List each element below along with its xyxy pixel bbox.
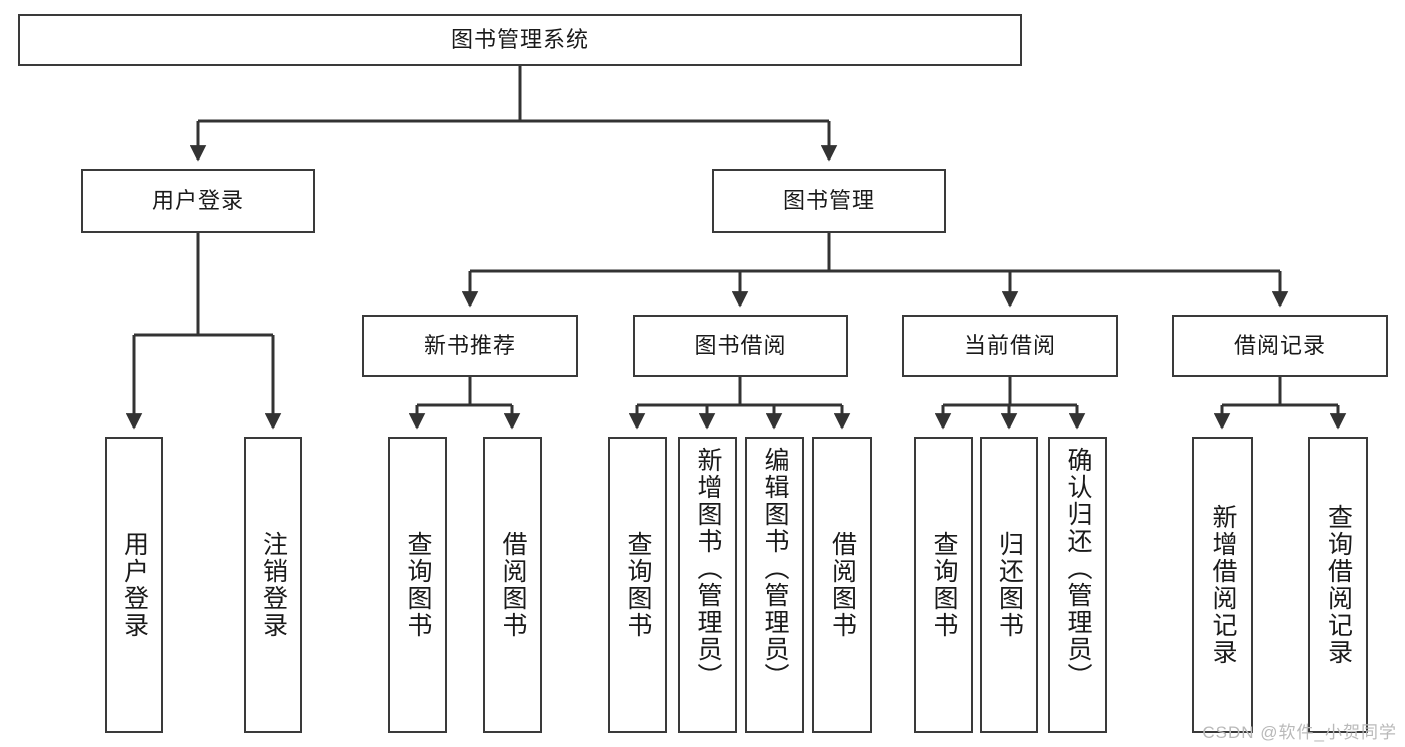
node-leaf-rec-borrow-book-label: 借阅图书 [499, 531, 527, 639]
node-leaf-rec-query-book-label: 查询图书 [404, 531, 432, 639]
node-leaf-bb-query-book[interactable]: 查询图书 [608, 437, 667, 733]
node-leaf-bb-edit-book[interactable]: 编辑图书（管理员） [745, 437, 804, 733]
node-current-borrowing-label: 当前借阅 [963, 333, 1056, 359]
node-borrowing-record-label: 借阅记录 [1233, 333, 1326, 359]
node-borrowing-record[interactable]: 借阅记录 [1172, 315, 1388, 377]
node-leaf-user-logout[interactable]: 注销登录 [244, 437, 302, 733]
node-leaf-user-login[interactable]: 用户登录 [105, 437, 163, 733]
node-book-borrowing[interactable]: 图书借阅 [633, 315, 848, 377]
node-leaf-cb-return-book[interactable]: 归还图书 [980, 437, 1038, 733]
node-leaf-rec-query-book[interactable]: 查询图书 [388, 437, 447, 733]
node-root[interactable]: 图书管理系统 [18, 14, 1022, 66]
node-leaf-br-add-record-label: 新增借阅记录 [1209, 504, 1237, 666]
csdn-watermark: CSDN @软件_小贺同学 [1202, 723, 1397, 742]
node-leaf-user-logout-label: 注销登录 [259, 531, 288, 639]
node-book-management-label: 图书管理 [782, 188, 875, 214]
node-leaf-br-query-record[interactable]: 查询借阅记录 [1308, 437, 1368, 733]
node-root-label: 图书管理系统 [450, 27, 589, 53]
node-leaf-br-add-record[interactable]: 新增借阅记录 [1192, 437, 1253, 733]
node-leaf-bb-add-book-label: 新增图书（管理员） [694, 447, 722, 690]
node-user-login-label: 用户登录 [151, 188, 244, 214]
node-new-book-recommendation[interactable]: 新书推荐 [362, 315, 578, 377]
node-leaf-cb-confirm-return[interactable]: 确认归还（管理员） [1048, 437, 1107, 733]
node-leaf-bb-borrow-book[interactable]: 借阅图书 [812, 437, 872, 733]
node-user-login[interactable]: 用户登录 [81, 169, 315, 233]
node-leaf-cb-query-book[interactable]: 查询图书 [914, 437, 973, 733]
node-leaf-bb-borrow-book-label: 借阅图书 [828, 531, 857, 639]
node-leaf-cb-confirm-return-label: 确认归还（管理员） [1064, 447, 1092, 690]
node-new-book-recommendation-label: 新书推荐 [423, 333, 516, 359]
node-leaf-cb-query-book-label: 查询图书 [930, 531, 958, 639]
node-book-management[interactable]: 图书管理 [712, 169, 946, 233]
node-leaf-bb-query-book-label: 查询图书 [624, 531, 652, 639]
node-leaf-cb-return-book-label: 归还图书 [995, 531, 1024, 639]
node-leaf-bb-edit-book-label: 编辑图书（管理员） [761, 447, 789, 690]
node-leaf-bb-add-book[interactable]: 新增图书（管理员） [678, 437, 737, 733]
node-leaf-user-login-label: 用户登录 [120, 531, 149, 639]
node-current-borrowing[interactable]: 当前借阅 [902, 315, 1118, 377]
node-leaf-br-query-record-label: 查询借阅记录 [1324, 504, 1353, 666]
node-leaf-rec-borrow-book[interactable]: 借阅图书 [483, 437, 542, 733]
node-book-borrowing-label: 图书借阅 [694, 333, 787, 359]
